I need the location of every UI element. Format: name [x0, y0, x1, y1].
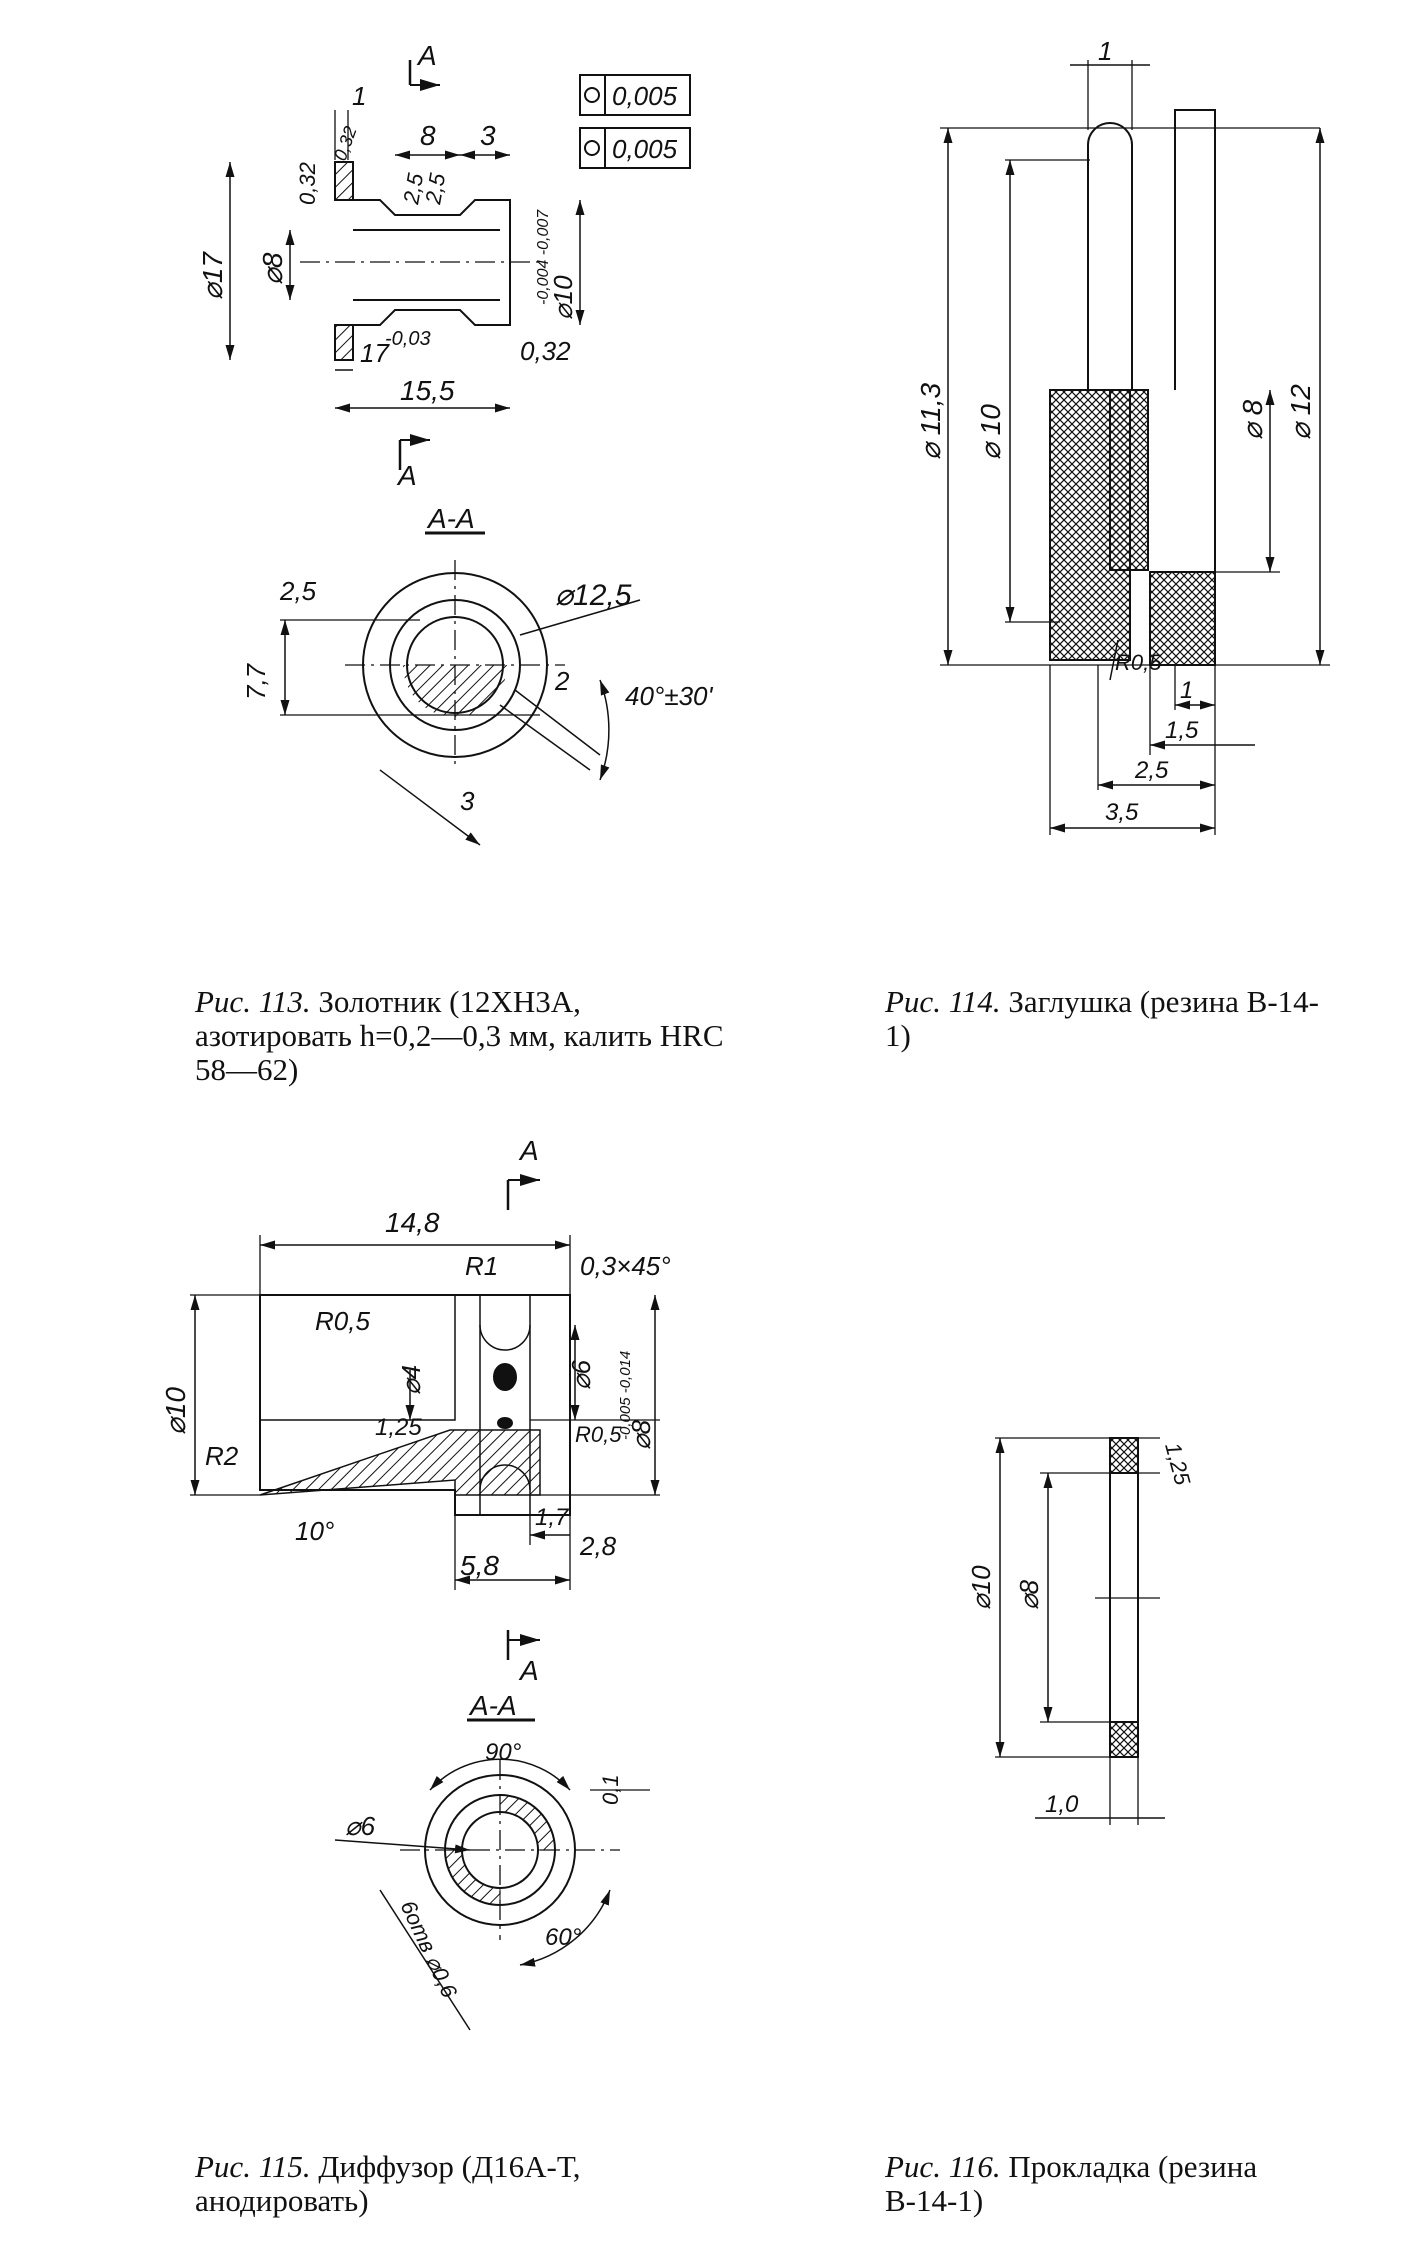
fig116-t125: 1,25 [1160, 1440, 1195, 1489]
caption-fig115: Рис. 115. Диффузор (Д16А-Т, анодировать) [195, 2150, 735, 2218]
fig115-l01: 0,1 [598, 1774, 623, 1805]
fig113-w1: 1 [352, 81, 366, 111]
fig115-l28: 2,8 [579, 1531, 617, 1561]
fig113-len17: 17 [360, 338, 390, 368]
fig115-sec-bottom: А [518, 1655, 539, 1686]
fig115-drawing [190, 1174, 660, 2031]
fig114-d12: ⌀ 12 [1285, 384, 1316, 440]
fig113-g25a: 2,5 [398, 171, 428, 207]
fig113-d8: ⌀8 [257, 252, 288, 285]
fig115-ch: 0,3×45° [580, 1251, 671, 1281]
fig113-sec-bottom: А [396, 460, 417, 491]
fig113-d125: ⌀12,5 [555, 579, 632, 612]
fig115-d6b: ⌀6 [345, 1811, 376, 1841]
fig115-labels: А А 14,8 R1 0,3×45° R0,5 ⌀4 ⌀6 ⌀8 -0,005… [160, 1135, 671, 2002]
fig113-w8: 8 [420, 120, 436, 151]
fig113-g25b: 2,5 [420, 171, 450, 207]
fig115-r05b: R0,5 [575, 1422, 622, 1447]
fig113-angle: 40°±30' [625, 681, 714, 711]
fig115-l148: 14,8 [385, 1207, 440, 1238]
caption-fig114: Рис. 114. Заглушка (резина В-14-1) [885, 985, 1325, 1053]
fig114-labels: 1 ⌀ 11,3 ⌀ 10 ⌀ 8 ⌀ 12 R0,5 1 1,5 2,5 3,… [915, 36, 1316, 826]
caption-fig116-text: Прокладка (резина В-14-1) [885, 2149, 1258, 2218]
fig115-l17: 1,7 [535, 1504, 570, 1531]
fig115-holes: 6отв ⌀0,6 [395, 1897, 462, 2003]
fig115-l125: 1,25 [375, 1414, 422, 1441]
fig113-r032a: 0,32 [295, 162, 320, 205]
fig115-d8: ⌀8 [626, 1419, 656, 1450]
fig113-drawing [225, 60, 691, 846]
fig113-s77: 7,7 [241, 662, 271, 700]
fig113-sec-top: А [416, 40, 437, 71]
fig115-a90: 90° [485, 1739, 522, 1766]
fig113-labels: А А 1 8 3 0,005 0,005 ⌀17 ⌀8 ⌀10 -0,004 … [197, 40, 714, 816]
fig115-r1: R1 [465, 1251, 498, 1281]
fig113-secA: А-А [426, 503, 475, 534]
fig115-secA: А-А [468, 1690, 517, 1721]
caption-fig113-num: Рис. 113. [195, 984, 311, 1019]
fig113-len155: 15,5 [400, 375, 455, 406]
fig113-tol17: -0,03 [385, 328, 431, 350]
caption-fig116: Рис. 116. Прокладка (резина В-14-1) [885, 2150, 1325, 2218]
fig116-d8: ⌀8 [1014, 1579, 1044, 1610]
fig114-d8: ⌀ 8 [1237, 399, 1268, 440]
fig115-a10: 10° [295, 1516, 334, 1546]
fig113-tol1: 0,005 [612, 81, 678, 111]
fig115-r2: R2 [205, 1441, 239, 1471]
fig115-d4: ⌀4 [396, 1365, 426, 1395]
fig114-top1: 1 [1098, 36, 1112, 66]
fig114-b15: 1,5 [1165, 717, 1199, 744]
fig113-s3: 3 [460, 786, 475, 816]
fig116-w10: 1,0 [1045, 1791, 1079, 1818]
caption-fig114-num: Рис. 114. [885, 984, 1001, 1019]
fig114-r05: R0,5 [1115, 650, 1162, 675]
fig115-tol: -0,005 -0,014 [617, 1351, 634, 1440]
fig114-d10: ⌀ 10 [975, 404, 1006, 460]
fig113-d10: ⌀10 [548, 275, 578, 320]
fig113-s25: 2,5 [279, 576, 317, 606]
caption-fig114-text: Заглушка (резина В-14-1) [885, 984, 1319, 1053]
fig115-sec-top: А [518, 1135, 539, 1166]
fig113-s2: 2 [554, 666, 570, 696]
fig113-r032c: 0,32 [520, 336, 571, 366]
caption-fig115-text: Диффузор (Д16А-Т, анодировать) [195, 2149, 581, 2218]
fig113-d17: ⌀17 [197, 251, 228, 300]
fig114-d113: ⌀ 11,3 [915, 383, 946, 460]
fig115-l58: 5,8 [460, 1550, 499, 1581]
fig115-d6: ⌀6 [566, 1359, 596, 1390]
fig113-tol2: 0,005 [612, 134, 678, 164]
fig114-b35: 3,5 [1105, 799, 1139, 826]
fig115-a60: 60° [545, 1924, 582, 1951]
fig115-d10: ⌀10 [160, 1387, 191, 1435]
fig115-r05: R0,5 [315, 1306, 370, 1336]
fig114-drawing [940, 60, 1330, 835]
fig113-tol-d10: -0,004 -0,007 [535, 209, 552, 305]
fig114-b25: 2,5 [1134, 757, 1169, 784]
fig116-d10: ⌀10 [966, 1565, 996, 1610]
caption-fig115-num: Рис. 115. [195, 2149, 311, 2184]
caption-fig116-num: Рис. 116. [885, 2149, 1001, 2184]
fig116-drawing [995, 1437, 1165, 1825]
caption-fig113-text: Золотник (12ХН3А, азотировать h=0,2—0,3 … [195, 984, 724, 1087]
fig114-b1: 1 [1180, 677, 1193, 704]
fig113-w3: 3 [480, 120, 496, 151]
caption-fig113: Рис. 113. Золотник (12ХН3А, азотировать … [195, 985, 735, 1087]
